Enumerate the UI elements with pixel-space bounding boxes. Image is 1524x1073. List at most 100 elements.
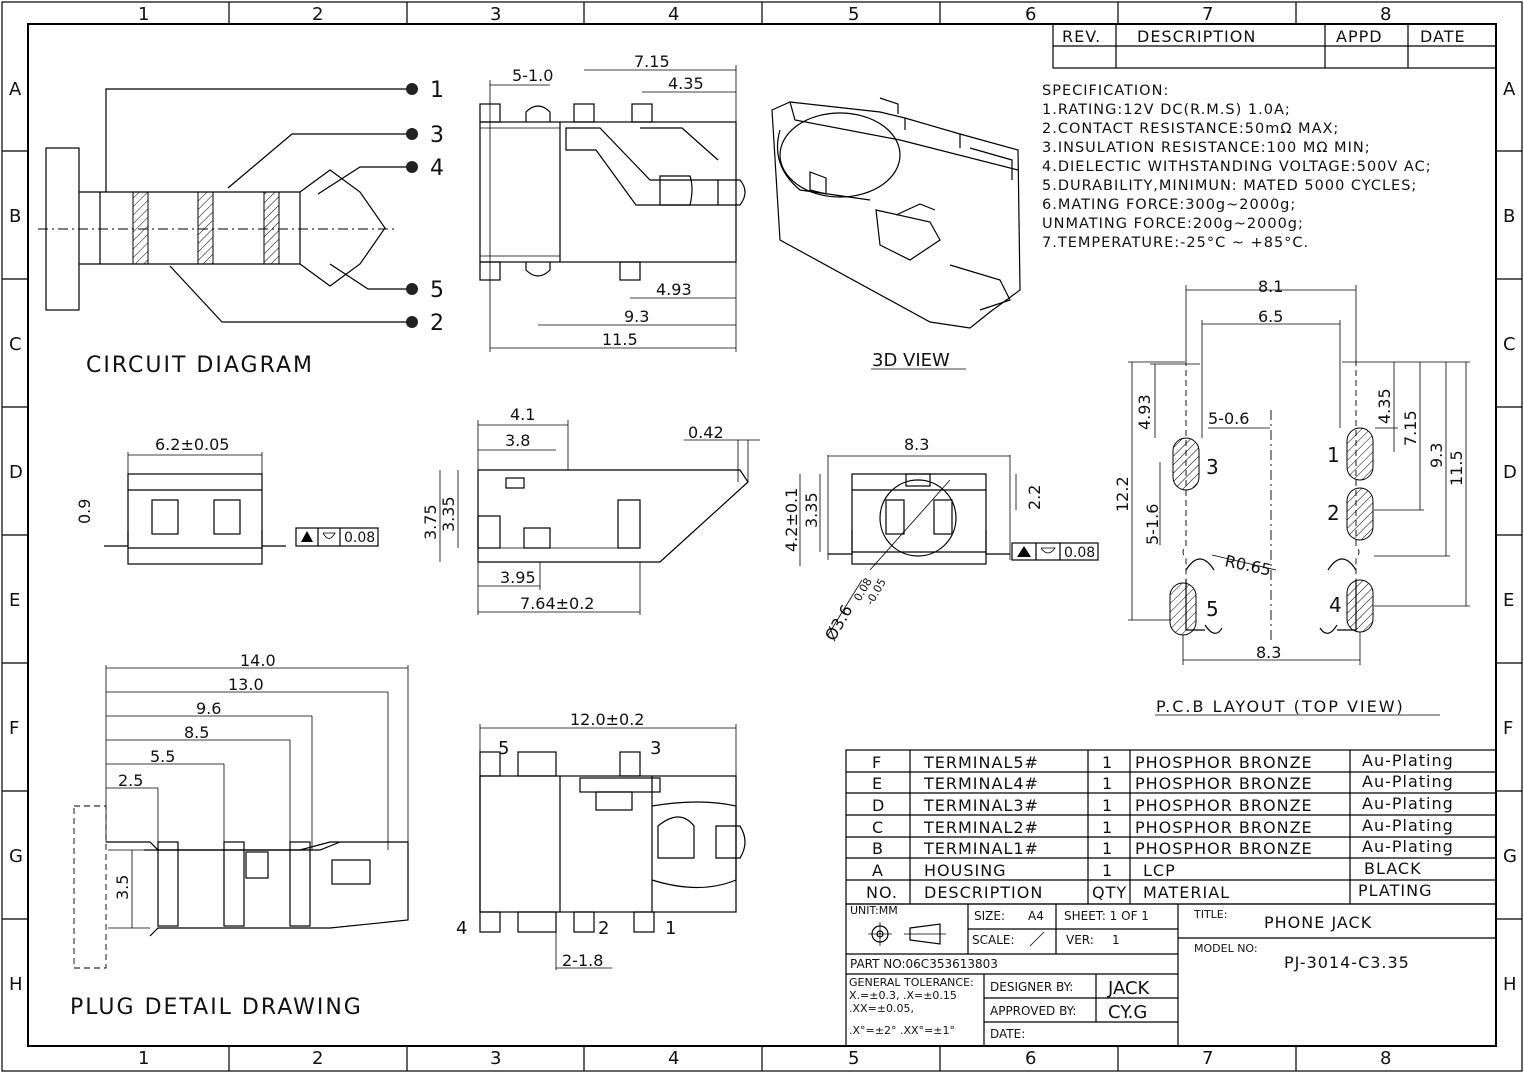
spec-line: 5.DURABILITY,MINIMUN: MATED 5000 CYCLES; [1042, 178, 1417, 194]
appd-header: APPD [1336, 27, 1383, 46]
dim-label: 4.35 [668, 74, 704, 93]
dim-label: 8.3 [1256, 643, 1281, 662]
bom-no: D [872, 796, 885, 815]
model-label: MODEL NO: [1194, 942, 1258, 955]
grid-col-label: 5 [848, 1048, 859, 1069]
bom-material: PHOSPHOR BRONZE [1135, 839, 1313, 858]
dim-label: 2.5 [118, 771, 143, 790]
grid-row-label: H [9, 974, 23, 995]
specification-block: SPECIFICATION: 1.RATING:12V DC(R.M.S) 1.… [1042, 83, 1431, 251]
grid-labels: 1 2 3 4 5 6 7 8 1 2 3 4 5 6 7 8 A B C D … [9, 4, 1517, 1069]
dim-label: 7.64±0.2 [520, 594, 594, 613]
bom-plating: Au-Plating [1362, 751, 1454, 770]
spec-line: 7.TEMPERATURE:-25°C ~ +85°C. [1042, 235, 1309, 251]
dim-label: 8.5 [184, 723, 209, 742]
bom-material: PHOSPHOR BRONZE [1135, 774, 1313, 793]
part-no: PART NO:06C353613803 [850, 957, 998, 971]
grid-col-label: 2 [312, 1048, 323, 1069]
dim-label: 6.2±0.05 [155, 435, 229, 454]
dim-label: 13.0 [228, 675, 264, 694]
title-value: PHONE JACK [1264, 913, 1372, 932]
ver-value: 1 [1112, 933, 1120, 947]
dim-label: 3.75 [421, 504, 440, 540]
pcb-pin-label: 4 [1329, 593, 1342, 617]
bom-no: F [872, 753, 882, 772]
circuit-pin-label: 3 [430, 123, 446, 148]
dim-label: 3.8 [505, 431, 530, 450]
tolerance-line: .X°=±2° .XX°=±1° [849, 1024, 955, 1037]
grid-row-label: B [1503, 206, 1515, 227]
dim-label: 11.5 [1447, 450, 1466, 486]
spec-line: 3.INSULATION RESISTANCE:100 MΩ MIN; [1042, 140, 1371, 156]
bom-header-material: MATERIAL [1143, 883, 1230, 902]
date-header: DATE [1420, 27, 1466, 46]
dim-label: 3.5 [113, 875, 132, 900]
grid-col-label: 1 [138, 4, 149, 25]
circuit-diagram-title: CIRCUIT DIAGRAM [86, 353, 314, 378]
bom-table: F TERMINAL5# 1 PHOSPHOR BRONZE Au-Platin… [845, 749, 1497, 905]
projection-symbol [868, 922, 946, 946]
bom-no: A [872, 861, 884, 880]
circuit-pin-label: 4 [430, 156, 446, 181]
dim-label: 5.5 [150, 747, 175, 766]
bom-qty: 1 [1102, 753, 1113, 772]
3d-view-title: 3D VIEW [872, 350, 950, 371]
approved-label: APPROVED BY: [990, 1004, 1076, 1018]
spec-line: 1.RATING:12V DC(R.M.S) 1.0A; [1042, 102, 1291, 118]
grid-col-label: 8 [1380, 4, 1391, 25]
bom-qty: 1 [1102, 839, 1113, 858]
dim-label: 2.2 [1025, 485, 1044, 510]
dim-label: 5-0.6 [1208, 409, 1249, 428]
bom-material: PHOSPHOR BRONZE [1135, 818, 1313, 837]
bom-material: PHOSPHOR BRONZE [1135, 796, 1313, 815]
dim-label: 14.0 [240, 651, 276, 670]
grid-col-label: 3 [490, 1048, 501, 1069]
model-value: PJ-3014-C3.35 [1284, 953, 1410, 972]
bom-plating: Au-Plating [1362, 794, 1454, 813]
plug-detail: 14.0 13.0 9.6 8.5 5.5 2.5 3.5 PLUG DETAI… [70, 651, 409, 1020]
bom-header-qty: QTY [1092, 883, 1127, 902]
tolerance-line: X.=±0.3, .X=±0.15 [849, 989, 957, 1002]
dim-label: 0.9 [75, 499, 94, 524]
bom-qty: 1 [1102, 774, 1113, 793]
pcb-layout-title: P.C.B LAYOUT (TOP VIEW) [1156, 697, 1405, 716]
bottom-pin-label: 5 [498, 738, 509, 759]
dim-label: 9.6 [196, 699, 221, 718]
bom-header-no: NO. [866, 883, 898, 902]
dim-label: 12.0±0.2 [570, 710, 644, 729]
bom-desc: TERMINAL2# [923, 818, 1039, 837]
pcb-pin-label: 1 [1327, 443, 1340, 467]
bottom-view: 5 3 4 2 1 12.0±0.2 2-1.8 [456, 710, 746, 970]
bom-material: LCP [1143, 861, 1176, 880]
dim-label: 4.2±0.1 [782, 488, 801, 552]
grid-col-label: 4 [668, 4, 679, 25]
dim-label: 3.35 [802, 492, 821, 528]
top-view: 5-1.0 7.15 4.35 4.93 9.3 11.5 [479, 52, 746, 352]
tolerance-title: GENERAL TOLERANCE: [849, 976, 974, 989]
dim-label: 4.93 [1135, 394, 1154, 430]
approved-name: CY.G [1108, 1002, 1147, 1023]
grid-row-label: F [9, 718, 19, 739]
revision-table: REV. DESCRIPTION APPD DATE [1052, 23, 1497, 69]
grid-col-label: 1 [138, 1048, 149, 1069]
circuit-pin-label: 2 [430, 311, 446, 336]
grid-col-label: 2 [312, 4, 323, 25]
spec-title: SPECIFICATION: [1042, 83, 1169, 99]
bottom-pin-label: 4 [456, 918, 467, 939]
pcb-pin-label: 3 [1206, 455, 1219, 479]
tolerance-line: .XX=±0.05, [849, 1002, 914, 1015]
ver-label: VER: [1066, 933, 1094, 947]
designer-label: DESIGNER BY: [990, 980, 1073, 994]
spec-line: 6.MATING FORCE:300g~2000g; [1042, 197, 1296, 213]
dim-label: 11.5 [602, 330, 638, 349]
spec-line: 2.CONTACT RESISTANCE:50mΩ MAX; [1042, 121, 1339, 137]
dim-label: 9.3 [1427, 443, 1446, 468]
end-view: 8.3 2.2 4.2±0.1 3.35 Ø3.6 0.08 -0.05 0.0… [782, 435, 1099, 644]
grid-col-label: 4 [668, 1048, 679, 1069]
grid-row-label: G [1503, 846, 1517, 867]
bom-plating: Au-Plating [1362, 772, 1454, 791]
bom-plating: BLACK [1364, 859, 1422, 878]
size-value: A4 [1028, 909, 1044, 923]
circuit-pin-label: 5 [430, 278, 446, 303]
